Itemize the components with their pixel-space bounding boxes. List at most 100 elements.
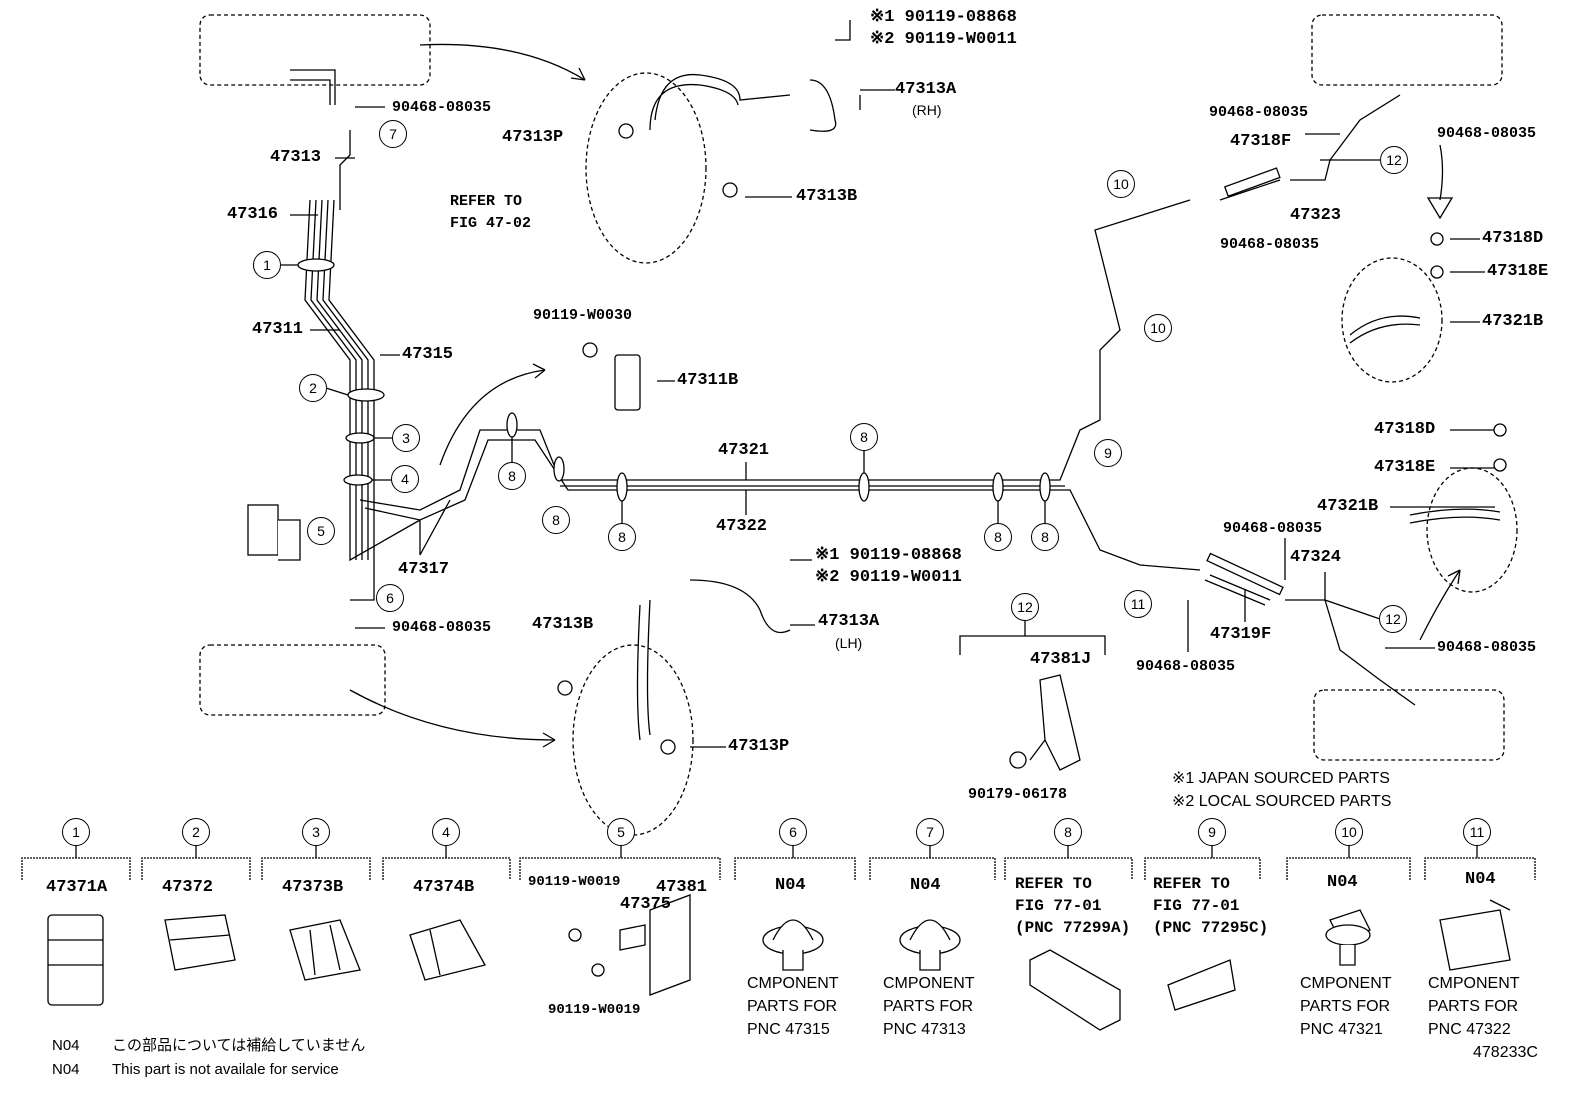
label-47323: 47323: [1290, 206, 1342, 225]
desc-line: PARTS FOR: [747, 998, 838, 1015]
marker-11[interactable]: 11: [1124, 590, 1152, 618]
detail-label-47374B: 47374B: [413, 878, 475, 897]
fig-line[interactable]: FIG 77-01: [1015, 897, 1102, 915]
label-clip-rear-left: 90468-08035: [392, 619, 492, 636]
detail-label-90119-W0019-top: 90119-W0019: [528, 874, 621, 890]
label-47321B-r: 47321B: [1482, 312, 1544, 331]
marker-8[interactable]: 8: [542, 506, 570, 534]
marker-6[interactable]: 6: [376, 584, 404, 612]
detail-marker-2: 2: [182, 818, 210, 846]
detail-7-desc: CMPONENT PARTS FOR PNC 47313: [883, 972, 975, 1041]
label-47316: 47316: [227, 205, 279, 224]
marker-3[interactable]: 3: [392, 424, 420, 452]
label-47313B-rh: 47313B: [796, 187, 858, 206]
desc-line: PNC 47322: [1428, 1021, 1511, 1038]
desc-line: PNC 47315: [747, 1021, 830, 1038]
detail-label-90119-W0019-bottom: 90119-W0019: [548, 1002, 641, 1018]
detail-label-n04-7: N04: [910, 876, 941, 895]
brake-pipes: [290, 69, 1416, 706]
refer-to-text: REFER TO: [450, 193, 523, 210]
detail-marker-11: 11: [1463, 818, 1491, 846]
desc-line: PARTS FOR: [1300, 998, 1391, 1015]
detail-marker-3: 3: [302, 818, 330, 846]
label-47318D-l: 47318D: [1374, 420, 1436, 439]
label-47313P-rh: 47313P: [502, 128, 564, 147]
marker-8[interactable]: 8: [850, 423, 878, 451]
label-clip-rl-2: 90468-08035: [1136, 658, 1236, 675]
marker-8[interactable]: 8: [1031, 523, 1059, 551]
refer-line: REFER TO: [1015, 875, 1092, 893]
detail-marker-10: 10: [1335, 818, 1363, 846]
detail-marker-4: 4: [432, 818, 460, 846]
pnc-line: (PNC 77295C): [1153, 919, 1269, 937]
detail-marker-9: 9: [1198, 818, 1226, 846]
label-47311: 47311: [252, 320, 304, 339]
desc-line: PARTS FOR: [1428, 998, 1519, 1015]
marker-12[interactable]: 12: [1379, 605, 1407, 633]
detail-label-n04-10: N04: [1327, 873, 1358, 892]
label-47313A-rh: 47313A: [895, 80, 957, 99]
desc-line: PARTS FOR: [883, 998, 974, 1015]
label-clip-rr-3: 90468-08035: [1437, 125, 1537, 142]
marker-10[interactable]: 10: [1144, 314, 1172, 342]
label-47313A-lh: 47313A: [818, 612, 880, 631]
label-47313P-lh: 47313P: [728, 737, 790, 756]
marker-8[interactable]: 8: [608, 523, 636, 551]
marker-12[interactable]: 12: [1011, 593, 1039, 621]
detail-stems: [75, 845, 1478, 858]
note-text-jp: この部品については補給していません: [112, 1037, 366, 1054]
label-47324: 47324: [1290, 548, 1342, 567]
fig-line[interactable]: FIG 77-01: [1153, 897, 1240, 915]
fig-47-02-link[interactable]: FIG 47-02: [450, 215, 532, 232]
lh-hose-bolt-jp: ※1 90119-08868: [815, 546, 962, 565]
part-sketches: [47, 123, 1511, 1031]
marker-7[interactable]: 7: [379, 120, 407, 148]
label-47313B-lh: 47313B: [532, 615, 594, 634]
detail-marker-6: 6: [779, 818, 807, 846]
label-47321: 47321: [718, 441, 770, 460]
label-clip-front-left: 90468-08035: [392, 99, 492, 116]
detail-label-n04-6: N04: [775, 876, 806, 895]
marker-5[interactable]: 5: [307, 517, 335, 545]
rh-hose-bolt-jp: ※1 90119-08868: [870, 8, 1017, 27]
marker-9[interactable]: 9: [1094, 439, 1122, 467]
marker-1[interactable]: 1: [253, 251, 281, 279]
marker-10[interactable]: 10: [1107, 170, 1135, 198]
rh-hose-bolt-local: ※2 90119-W0011: [870, 30, 1017, 49]
desc-line: PNC 47313: [883, 1021, 966, 1038]
label-47318E-r: 47318E: [1487, 262, 1549, 281]
label-47317: 47317: [398, 560, 450, 579]
label-clip-rr-1: 90468-08035: [1209, 104, 1309, 121]
label-lh: (LH): [835, 635, 863, 651]
label-47311B: 47311B: [677, 371, 739, 390]
label-47381J: 47381J: [1030, 650, 1092, 669]
label-90179-06178: 90179-06178: [968, 786, 1068, 803]
hoses: [636, 73, 1501, 741]
diagram-id: 478233C: [1473, 1044, 1538, 1061]
desc-line: CMPONENT: [1428, 975, 1520, 992]
label-47313: 47313: [270, 148, 322, 167]
desc-line: PNC 47321: [1300, 1021, 1383, 1038]
detail-marker-8: 8: [1054, 818, 1082, 846]
legend-japan-sourced: ※1 JAPAN SOURCED PARTS: [1172, 770, 1390, 787]
marker-8[interactable]: 8: [498, 462, 526, 490]
marker-4[interactable]: 4: [391, 465, 419, 493]
detail-label-47372: 47372: [162, 878, 214, 897]
detail-marker-7: 7: [916, 818, 944, 846]
label-47318E-l: 47318E: [1374, 458, 1436, 477]
desc-line: CMPONENT: [1300, 975, 1392, 992]
marker-12[interactable]: 12: [1380, 146, 1408, 174]
marker-2[interactable]: 2: [299, 374, 327, 402]
note-code-en: N04: [52, 1061, 80, 1078]
label-clip-rr-2: 90468-08035: [1220, 236, 1320, 253]
arrows: [349, 43, 1461, 748]
note-code-jp: N04: [52, 1037, 80, 1054]
desc-line: CMPONENT: [883, 975, 975, 992]
label-47318F: 47318F: [1230, 132, 1292, 151]
label-clip-rl-3: 90468-08035: [1437, 639, 1537, 656]
detail-label-47371A: 47371A: [46, 878, 108, 897]
legend-local-sourced: ※2 LOCAL SOURCED PARTS: [1172, 793, 1392, 810]
marker-8[interactable]: 8: [984, 523, 1012, 551]
